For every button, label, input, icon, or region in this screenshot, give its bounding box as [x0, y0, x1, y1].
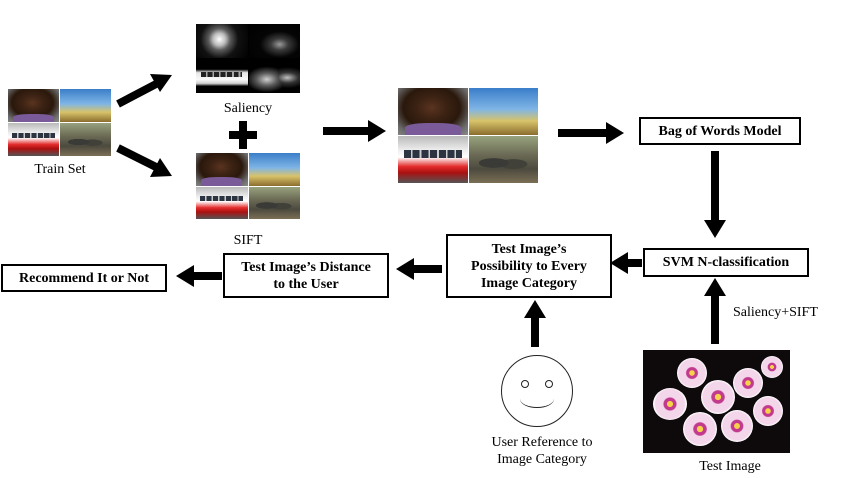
- combined-elephant-tile: [468, 136, 538, 183]
- flower-8: [761, 356, 783, 378]
- arrow-train-to-saliency: [116, 74, 172, 108]
- user-reference-line-2: Image Category: [497, 452, 587, 467]
- arrow-train-to-sift: [116, 144, 172, 177]
- distance-line-1: Test Image’s Distance: [241, 259, 371, 275]
- saliency-image: [196, 24, 300, 93]
- saliency-bus-tile: [196, 59, 248, 93]
- flower-3: [701, 380, 735, 414]
- bag-of-words-box: Bag of Words Model: [639, 117, 801, 145]
- saliency-landscape-tile: [248, 24, 300, 58]
- combined-bus-tile: [398, 136, 468, 183]
- combined-landscape-tile: [468, 88, 538, 135]
- flower-6: [721, 410, 753, 442]
- flower-1: [653, 388, 687, 420]
- train-bus-tile: [8, 123, 59, 156]
- arrow-user-to-possibility: [524, 300, 546, 347]
- arrow-features-to-combined: [323, 120, 386, 142]
- svm-box: SVM N-classification: [643, 248, 809, 277]
- possibility-line-3: Image Category: [480, 275, 578, 291]
- sift-elephant-tile: [248, 186, 300, 219]
- arrow-bow-to-svm: [704, 151, 726, 238]
- sift-bus-tile: [196, 186, 248, 219]
- sift-image: [196, 153, 300, 219]
- combined-image: [398, 88, 538, 183]
- arrow-possibility-to-distance: [396, 258, 442, 280]
- train-elephant-tile: [60, 123, 111, 156]
- saliency-caption: Saliency: [223, 101, 273, 116]
- sift-caption: SIFT: [233, 233, 263, 248]
- flower-2: [677, 358, 707, 388]
- flower-7: [753, 396, 783, 426]
- possibility-box: Test Image’s Possibility to Every Image …: [446, 234, 612, 298]
- user-smiley-icon: [501, 355, 573, 427]
- train-set-caption: Train Set: [34, 162, 86, 177]
- arrow-testimage-to-svm: [704, 278, 726, 344]
- distance-box: Test Image’s Distance to the User: [223, 253, 389, 298]
- flower-5: [683, 412, 717, 446]
- flower-4: [733, 368, 763, 398]
- test-image: [643, 350, 790, 453]
- user-reference-caption: User Reference to Image Category: [472, 434, 612, 468]
- svm-label: SVM N-classification: [662, 255, 790, 270]
- saliency-face-tile: [196, 24, 248, 58]
- recommend-box: Recommend It or Not: [1, 264, 167, 292]
- user-reference-line-1: User Reference to: [491, 435, 593, 450]
- test-image-caption: Test Image: [699, 459, 761, 474]
- arrow-svm-to-possibility: [610, 252, 642, 274]
- feature-label: Saliency+SIFT: [733, 305, 818, 320]
- plus-icon: [229, 121, 257, 149]
- arrow-combined-to-bow: [558, 122, 624, 144]
- train-set-image: [8, 89, 111, 156]
- train-landscape-tile: [60, 89, 111, 122]
- possibility-line-2: Possibility to Every: [471, 258, 587, 274]
- distance-line-2: to the User: [273, 276, 339, 292]
- combined-face-tile: [398, 88, 468, 135]
- recommend-label: Recommend It or Not: [19, 270, 149, 286]
- possibility-line-1: Test Image’s: [491, 241, 567, 257]
- saliency-elephant-tile: [248, 59, 300, 93]
- sift-face-tile: [196, 153, 248, 186]
- train-face-tile: [8, 89, 59, 122]
- arrow-distance-to-recommend: [176, 265, 222, 287]
- sift-landscape-tile: [248, 153, 300, 186]
- bag-of-words-label: Bag of Words Model: [658, 123, 782, 139]
